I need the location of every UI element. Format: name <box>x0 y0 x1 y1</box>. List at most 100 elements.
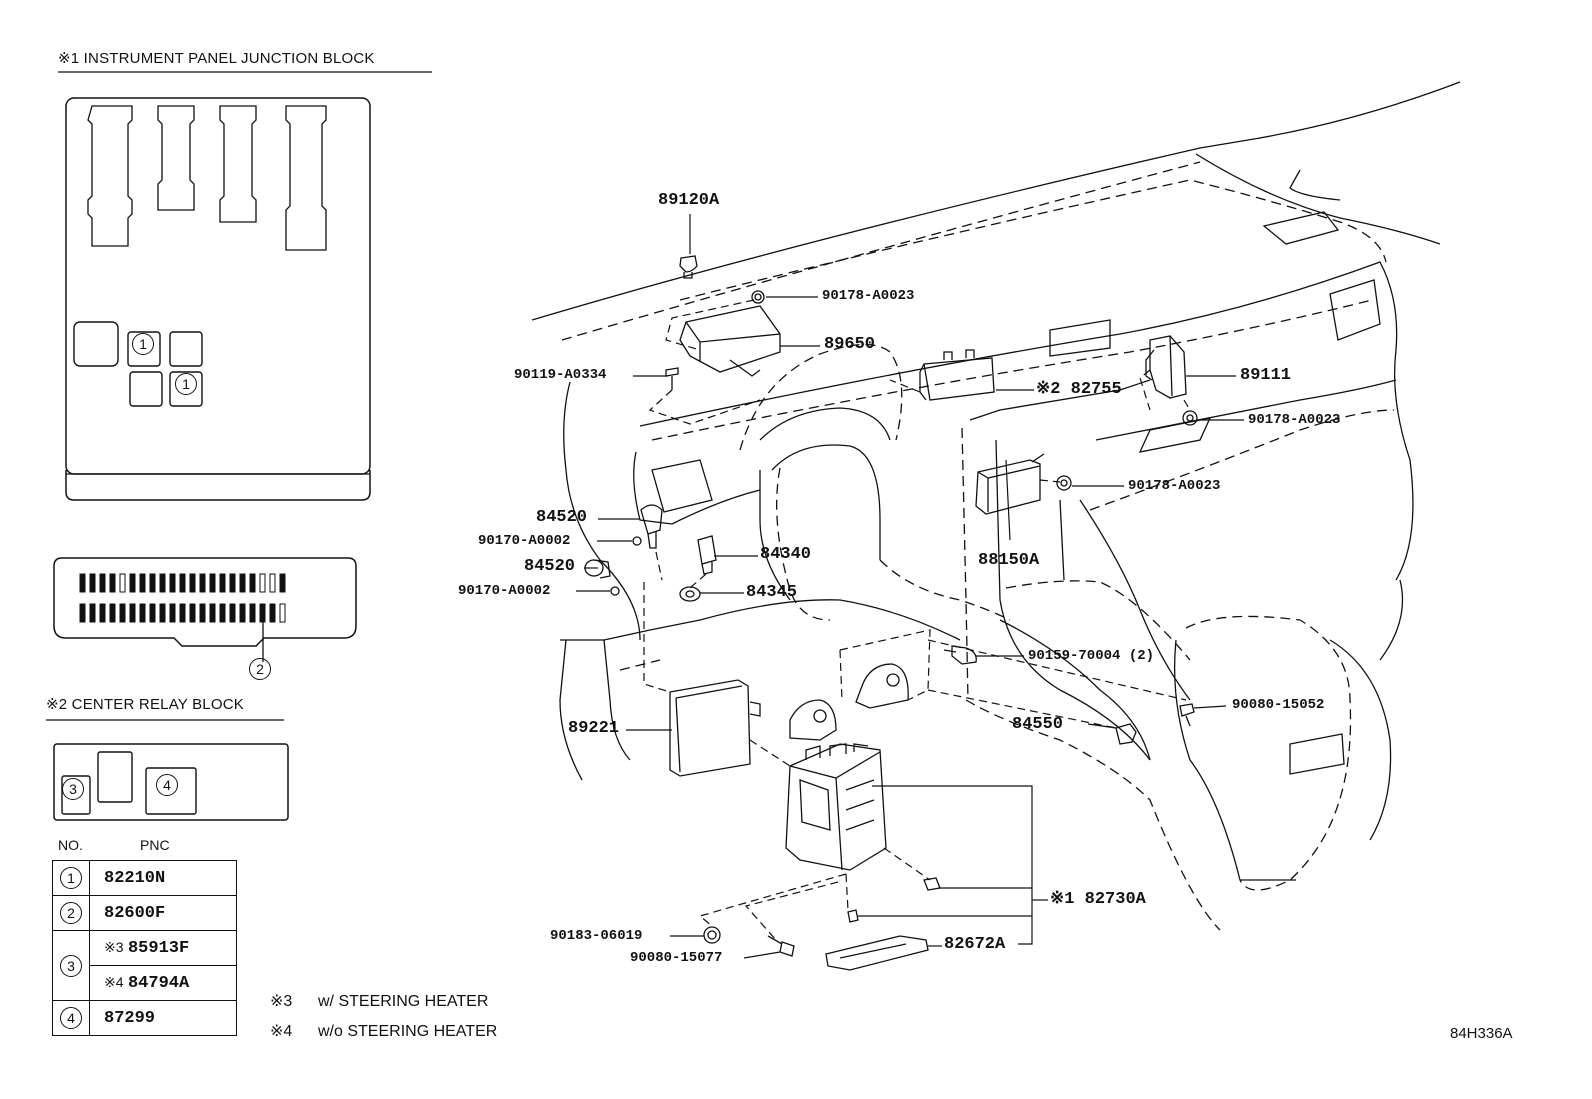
connector-pin <box>249 603 256 623</box>
connector-pin <box>99 603 106 623</box>
part-label-88150A: 88150A <box>978 551 1040 570</box>
marker-1-upper: 1 <box>132 333 154 355</box>
connector-pin <box>249 573 256 593</box>
drawing-code: 84H336A <box>1450 1025 1513 1042</box>
part-label-90178-upper: 90178-A0023 <box>822 288 915 304</box>
part-label-89120A: 89120A <box>658 191 720 210</box>
part-label-82672A: 82672A <box>944 935 1006 954</box>
connector-pin <box>109 603 116 623</box>
connector-pin <box>229 573 236 593</box>
connector-pin <box>169 603 176 623</box>
marker-1-lower: 1 <box>175 373 197 395</box>
part-label-89221: 89221 <box>568 719 620 738</box>
connector-pin <box>189 573 196 593</box>
connector-pin <box>229 603 236 623</box>
note-3-text: w/ STEERING HEATER <box>318 993 489 1010</box>
connector-pin <box>79 573 86 593</box>
junction-block-inset <box>58 71 432 501</box>
row-number: 2 <box>60 902 82 924</box>
pnc-table: 1 82210N 2 82600F 3 ※3 85913F ※4 84794A … <box>52 860 237 1036</box>
part-label-84520-lower: 84520 <box>524 557 576 576</box>
marker-3: 3 <box>62 778 84 800</box>
leader-lines <box>576 214 1244 959</box>
part-label-90178-right: 90178-A0023 <box>1248 412 1341 428</box>
connector-pin <box>219 603 226 623</box>
connector-pin <box>149 603 156 623</box>
connector-pin <box>209 603 216 623</box>
connector-pin <box>79 603 86 623</box>
part-label-90159: 90159-70004 (2) <box>1028 648 1155 664</box>
table-header-no: NO. <box>58 837 83 853</box>
connector-pin <box>179 573 186 593</box>
part-label-90080-lower: 90080-15077 <box>630 950 723 966</box>
connector-pin <box>279 573 286 593</box>
table-row: 4 87299 <box>52 1000 237 1036</box>
part-label-90183: 90183-06019 <box>550 928 643 944</box>
part-label-84345: 84345 <box>746 583 798 602</box>
row-number: 4 <box>60 1007 82 1029</box>
instrument-panel-drawing <box>531 81 1461 931</box>
part-label-90170-upper: 90170-A0002 <box>478 533 571 549</box>
note-4-text: w/o STEERING HEATER <box>318 1023 498 1040</box>
part-label-84340: 84340 <box>760 545 812 564</box>
relay-block-title: ※2 CENTER RELAY BLOCK <box>46 696 244 713</box>
connector-pin <box>99 573 106 593</box>
row-pnc: 82210N <box>104 868 166 888</box>
connector-pin <box>119 573 126 593</box>
part-shapes <box>584 255 1198 971</box>
marker-4: 4 <box>156 774 178 796</box>
connector-pin <box>159 603 166 623</box>
connector-pin <box>239 573 246 593</box>
connector-pin <box>89 573 96 593</box>
connector-pin <box>239 603 246 623</box>
table-row: 3 ※3 85913F <box>52 930 237 1001</box>
part-label-82755: ※2 82755 <box>1036 380 1122 399</box>
table-header-pnc: PNC <box>140 837 170 853</box>
row-number: 1 <box>60 867 82 889</box>
row-pnc: 87299 <box>104 1008 156 1028</box>
part-label-90080-right: 90080-15052 <box>1232 697 1325 713</box>
part-label-90178-center: 90178-A0023 <box>1128 478 1221 494</box>
part-label-89111: 89111 <box>1240 366 1292 385</box>
junction-block-title: ※1 INSTRUMENT PANEL JUNCTION BLOCK <box>58 50 375 67</box>
table-row: ※4 84794A <box>53 965 237 1001</box>
connector-pin <box>259 573 266 593</box>
table-row: 2 82600F <box>52 895 237 931</box>
marker-2: 2 <box>249 658 271 680</box>
connector-pin <box>149 573 156 593</box>
connector-pin <box>159 573 166 593</box>
junction-connector-block <box>53 557 357 662</box>
connector-pin <box>279 603 286 623</box>
connector-pin <box>119 603 126 623</box>
row-number: 3 <box>60 954 82 977</box>
part-label-90170-lower: 90170-A0002 <box>458 583 551 599</box>
row-pnc: 85913F <box>127 938 190 958</box>
relay-block-inset <box>46 719 289 821</box>
connector-pin <box>199 603 206 623</box>
connector-pin <box>269 603 276 623</box>
part-label-84550: 84550 <box>1012 715 1064 734</box>
connector-pin <box>129 573 136 593</box>
table-row: 1 82210N <box>52 860 237 896</box>
row-pnc: 82600F <box>104 903 166 923</box>
connector-pin <box>199 573 206 593</box>
connector-pin <box>169 573 176 593</box>
row-pnc: 84794A <box>127 973 190 993</box>
connector-pin <box>129 603 136 623</box>
connector-pin <box>269 573 276 593</box>
row-variant-mark: ※4 <box>104 973 124 990</box>
part-label-84520-upper: 84520 <box>536 508 588 527</box>
connector-pin <box>209 573 216 593</box>
note-4-mark: ※4 <box>270 1023 293 1040</box>
note-3-mark: ※3 <box>270 993 293 1010</box>
connector-pin <box>189 603 196 623</box>
connector-pin <box>139 603 146 623</box>
connector-pin <box>109 573 116 593</box>
part-label-90119: 90119-A0334 <box>514 367 607 383</box>
part-label-82730A: ※1 82730A <box>1050 890 1146 909</box>
connector-pin <box>89 603 96 623</box>
connector-pin <box>179 603 186 623</box>
part-label-89650: 89650 <box>824 335 876 354</box>
row-variant-mark: ※3 <box>104 938 124 955</box>
